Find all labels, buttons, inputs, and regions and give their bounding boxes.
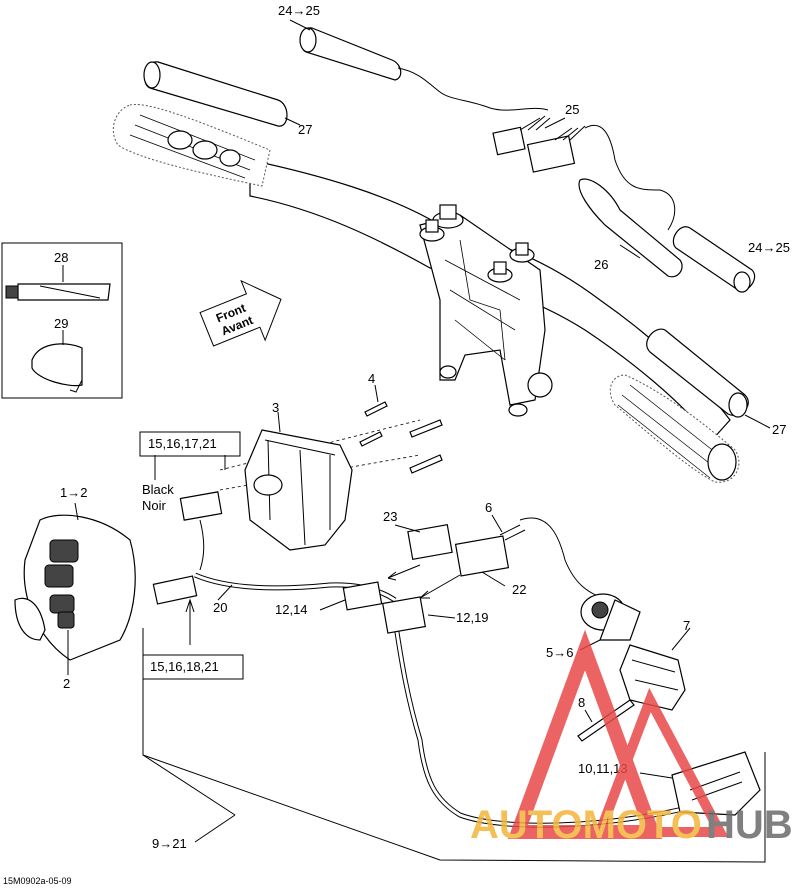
callout-1-2: 1→2 [60, 485, 87, 500]
callout-25: 25 [565, 102, 579, 117]
connector-22 [419, 535, 510, 599]
module-7 [619, 627, 691, 711]
callout-27-top: 27 [298, 122, 312, 137]
connector-23 [387, 524, 453, 581]
label-noir: Noir [142, 498, 167, 513]
callout-2: 2 [63, 676, 70, 691]
callout-12-14: 12,14 [275, 602, 308, 617]
callout-26: 26 [594, 257, 608, 272]
callout-22: 22 [512, 582, 526, 597]
terminals-6 [491, 514, 611, 601]
front-arrow: Front Avant [199, 279, 282, 347]
connectors-25 [492, 115, 676, 231]
callout-8: 8 [578, 695, 585, 710]
figure-code: 15M0902a-05-09 [3, 876, 72, 886]
inset-box [1, 242, 123, 399]
callout-6: 6 [485, 500, 492, 515]
watermark-text-auto: AUTOMOTO [470, 803, 702, 847]
grip-heater-left [143, 61, 301, 127]
callout-28: 28 [54, 250, 68, 265]
housing-3 [244, 411, 353, 551]
callout-15-16-18-21: 15,16,18,21 [150, 659, 219, 674]
callout-7: 7 [683, 618, 690, 633]
callout-12-19: 12,19 [456, 610, 489, 625]
callout-27-right: 27 [772, 422, 786, 437]
callout-15-16-17-21: 15,16,17,21 [148, 436, 217, 451]
connector-12-14 [319, 581, 383, 611]
callout-9-21: 9→21 [152, 836, 187, 851]
label-box-upper [139, 431, 241, 457]
callout-4: 4 [368, 371, 375, 386]
throttle-heater-26 [578, 178, 683, 278]
grip-heater-right [646, 328, 771, 429]
callout-20: 20 [213, 600, 227, 615]
label-box-lower [142, 654, 244, 680]
watermark: AUTOMOTO HUB [470, 629, 793, 847]
label-black: Black [142, 482, 174, 497]
callout-5-6: 5→6 [546, 645, 573, 660]
callout-3: 3 [272, 400, 279, 415]
callout-10-11-13: 10,11,13 [578, 761, 628, 776]
black-connector [154, 455, 226, 571]
connector-lower [152, 575, 198, 645]
callout-23: 23 [383, 509, 397, 524]
switch-housing [14, 502, 136, 675]
callout-24-25-right: 24→25 [748, 240, 790, 255]
connector-12-19 [381, 596, 456, 634]
callout-29: 29 [54, 316, 68, 331]
handlebar [112, 103, 740, 483]
grip-heater-top [289, 19, 549, 111]
watermark-text-hub: HUB [706, 803, 793, 847]
callout-24-25-top: 24→25 [278, 3, 320, 18]
grip-heater-right-top [672, 226, 756, 293]
